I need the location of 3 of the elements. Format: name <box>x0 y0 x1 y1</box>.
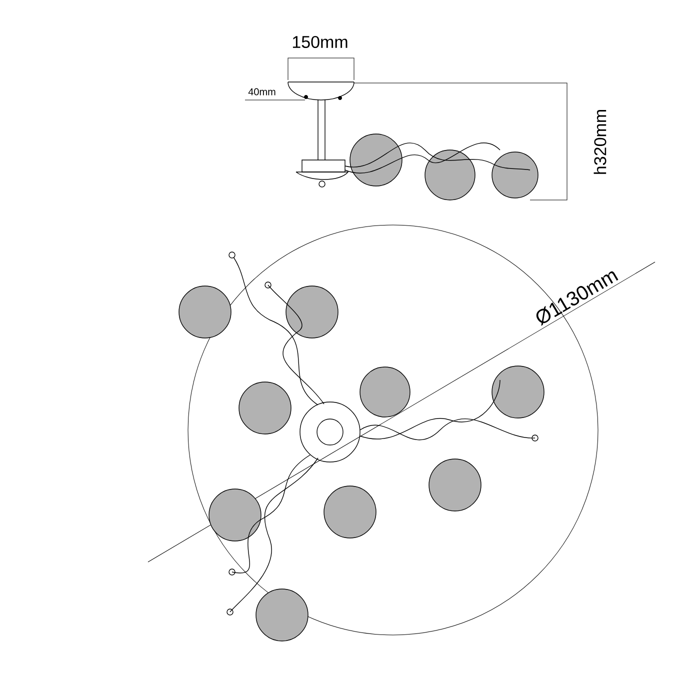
dimension-label: 40mm <box>248 88 276 96</box>
dimension-label: h320mm <box>594 110 606 174</box>
dimension-label: 150mm <box>292 36 348 48</box>
